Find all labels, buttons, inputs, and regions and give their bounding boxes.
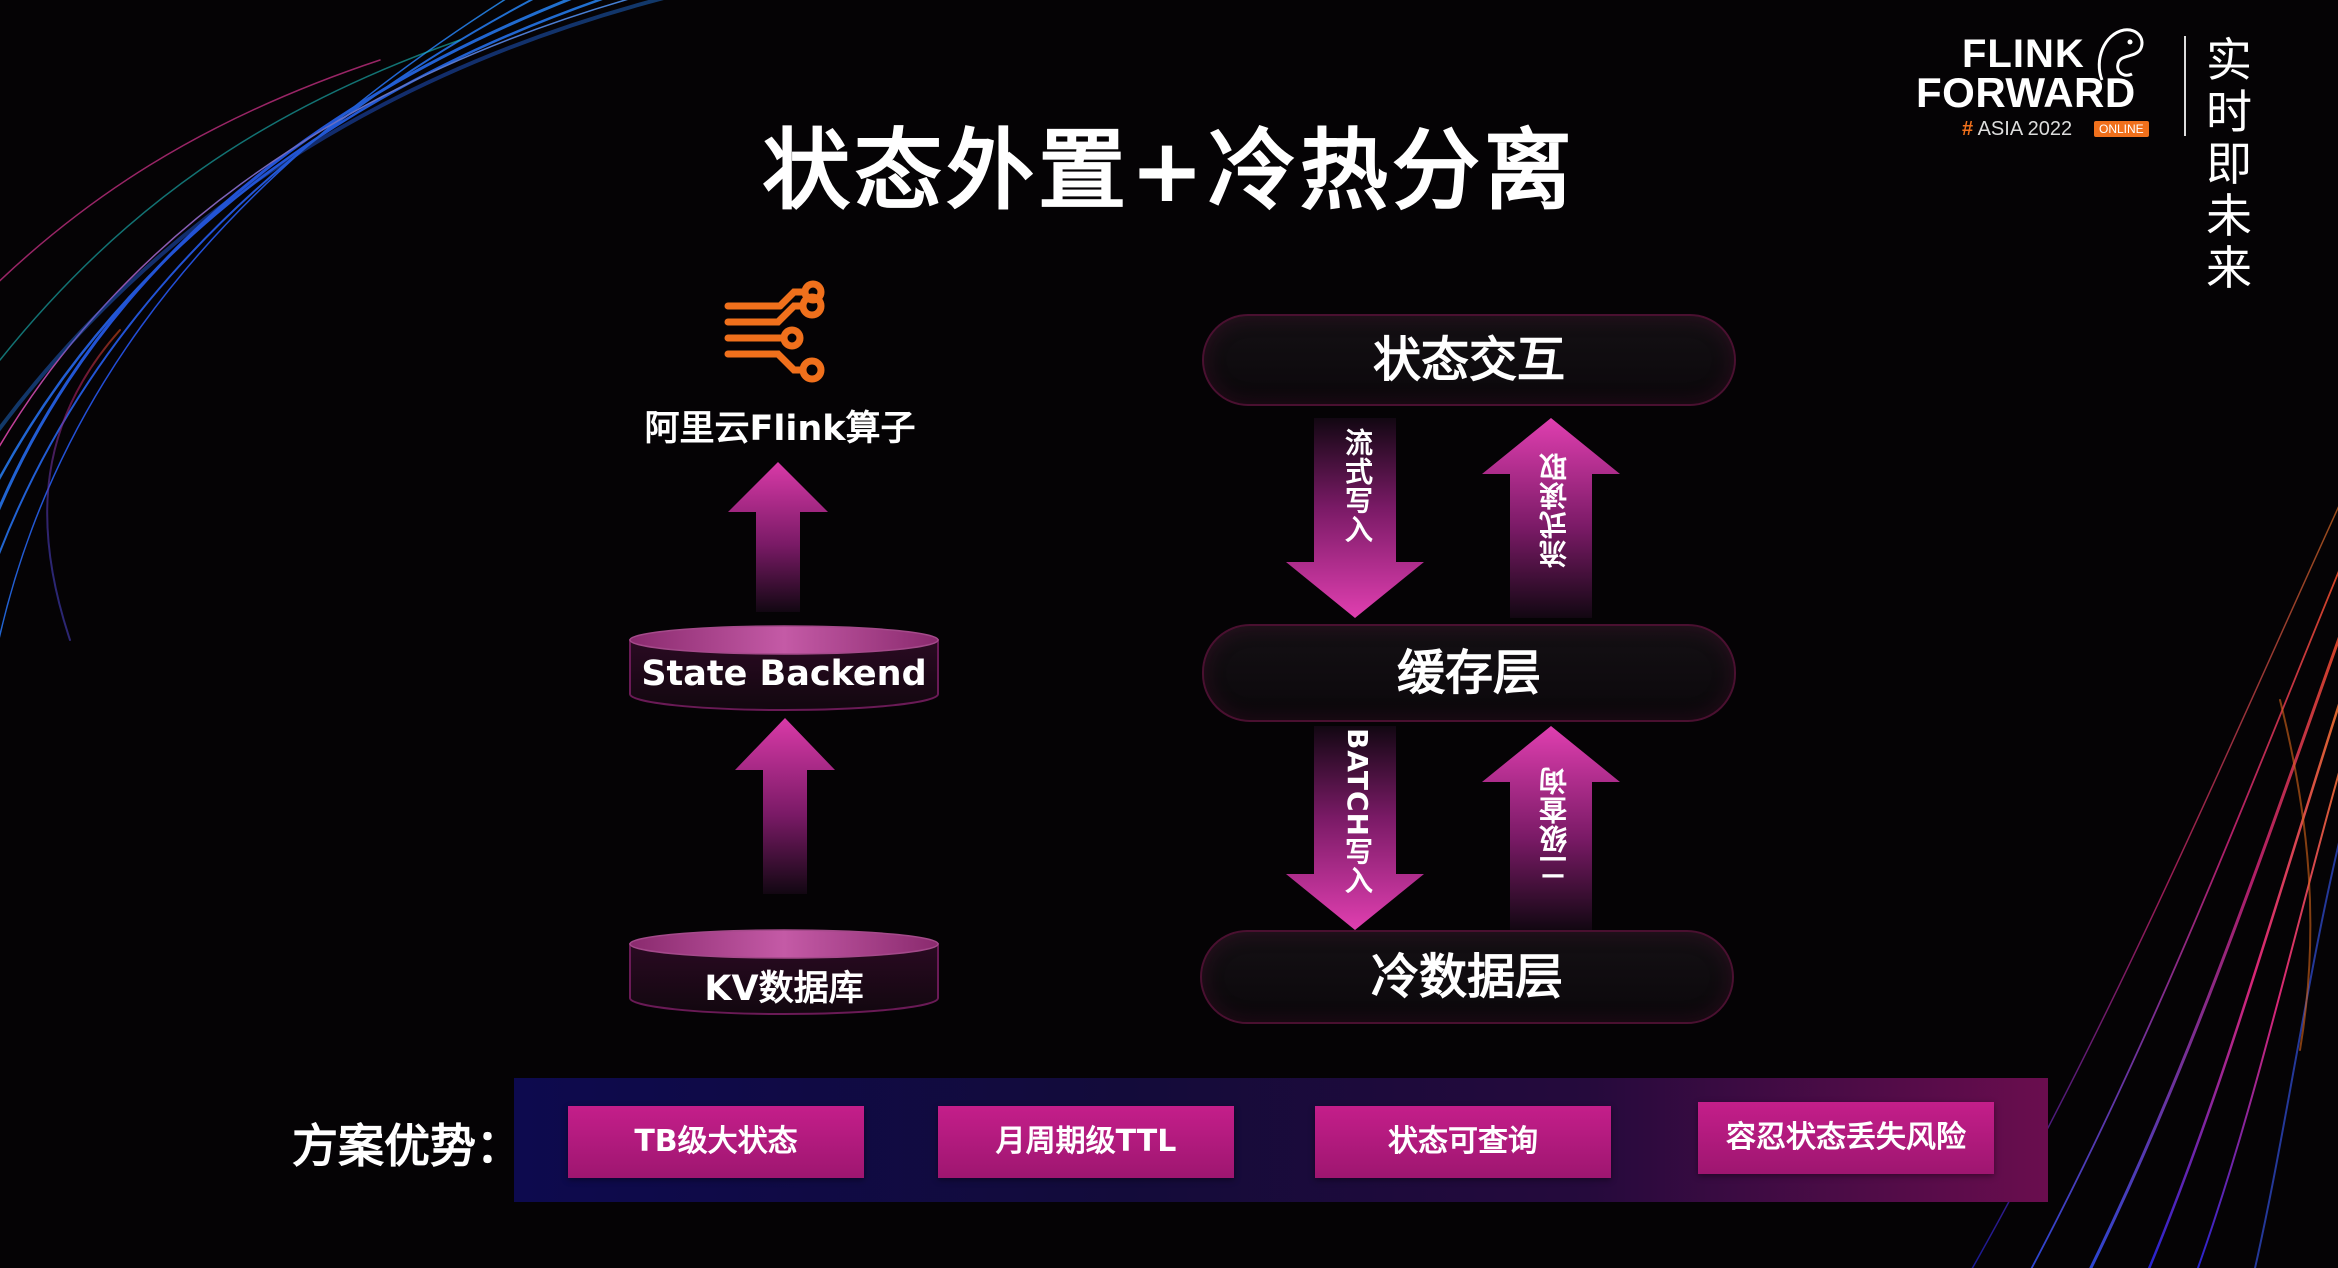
logo-event: # ASIA 2022 <box>1962 118 2072 141</box>
label-stream-read: 流式读取 <box>1538 452 1571 568</box>
layer-state-interaction: 状态交互 <box>1202 314 1736 406</box>
layer-cold-data: 冷数据层 <box>1200 930 1734 1024</box>
advantage-queryable-state: 状态可查询 <box>1315 1106 1611 1178</box>
arrow-up-secondary-query <box>1482 726 1620 930</box>
kv-store-cylinder <box>629 929 939 1015</box>
logo-event-text: ASIA 2022 <box>1977 118 2073 140</box>
circuit-operator-icon <box>724 280 825 383</box>
logo-hash: # <box>1962 118 1974 140</box>
arrow-up-stream-read <box>1482 418 1620 618</box>
logo-text-forward: FORWARD <box>1916 69 2136 116</box>
kv-store-label: KV数据库 <box>704 969 864 1009</box>
advantages-label: 方案优势： <box>292 1119 522 1173</box>
arrow-down-batch-write <box>1286 726 1424 930</box>
state-backend-label: State Backend <box>641 654 927 694</box>
arrow-up-to-operator <box>728 462 828 612</box>
logo-text-flink: FLINK <box>1962 32 2085 76</box>
squirrel-icon <box>2097 28 2144 81</box>
advantage-tolerate-state-loss: 容忍状态丢失风险 <box>1698 1102 1994 1174</box>
label-stream-write: 流式写入 <box>1341 428 1374 544</box>
arrow-down-stream-write <box>1286 418 1424 618</box>
flink-forward-logo: FLINK FORWARD # ASIA 2022 ONLINE 实时即未来 <box>1910 20 2330 294</box>
logo-divider <box>2184 36 2186 136</box>
logo-slogan: 实时即未来 <box>2206 33 2252 295</box>
layer-cache: 缓存层 <box>1202 624 1736 722</box>
label-batch-write: BATCH写入 <box>1341 728 1374 895</box>
operator-label: 阿里云Flink算子 <box>644 409 916 449</box>
slide-title: 状态外置+冷热分离 <box>762 119 1576 222</box>
logo-online-badge: ONLINE <box>2094 121 2149 137</box>
advantage-monthly-ttl: 月周期级TTL <box>938 1106 1234 1178</box>
advantage-tb-state: TB级大状态 <box>568 1106 864 1178</box>
state-backend-cylinder <box>629 625 939 711</box>
arrow-up-to-state-backend <box>735 718 835 894</box>
label-secondary-query: 二级查询 <box>1538 766 1571 882</box>
